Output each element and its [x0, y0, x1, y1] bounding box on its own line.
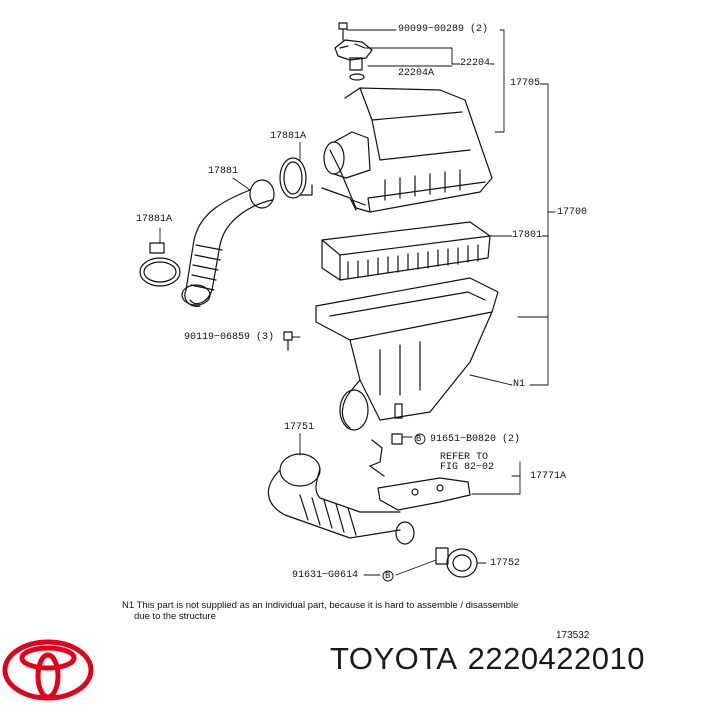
label-91651: 91651−B0820 (2) [430, 434, 521, 445]
label-17881A-left: 17881A [136, 214, 173, 225]
clamp-17881A-left-drawing [139, 242, 181, 287]
air-cleaner-cap-17705-drawing [321, 87, 493, 213]
bolt-90099-drawing [338, 22, 348, 41]
label-17751: 17751 [284, 422, 315, 433]
label-17771A: 17771A [530, 471, 567, 482]
label-17705: 17705 [510, 78, 541, 89]
intake-hose-17881-drawing [181, 179, 275, 307]
intake-hose-17751-drawing [267, 453, 415, 545]
label-17881: 17881 [208, 166, 239, 177]
figure-number: 173532 [556, 630, 590, 641]
label-17801: 17801 [512, 230, 543, 241]
label-b-mark-top: B [416, 434, 422, 444]
label-90119: 90119−06859 (3) [184, 332, 275, 343]
o-ring-22204A-drawing [349, 73, 365, 81]
toyota-logo-icon [2, 639, 94, 701]
filter-element-17801-drawing [321, 221, 491, 281]
label-17752: 17752 [490, 558, 521, 569]
label-17881A-top: 17881A [270, 131, 307, 142]
grommet-17752-drawing [435, 547, 478, 578]
brand-caption: TOYOTA 2220422010 [330, 641, 645, 677]
label-N1: N1 [513, 379, 526, 390]
airflow-sensor-22204-drawing [334, 39, 373, 71]
part-number: 2220422010 [467, 641, 646, 676]
bracket-17771A-drawing [369, 433, 471, 511]
label-90099: 90099−00289 (2) [398, 24, 489, 35]
label-91631: 91631−G0614 [292, 570, 359, 581]
label-22204A: 22204A [398, 68, 435, 79]
label-22204: 22204 [460, 58, 491, 69]
label-refer-to: REFER TO [440, 452, 489, 463]
air-cleaner-case-drawing [315, 277, 499, 431]
label-fig-82-02: FIG 82−02 [440, 462, 495, 473]
footnote-line-1: N1 This part is not supplied as an indiv… [122, 600, 519, 611]
bolt-90119-drawing [283, 331, 293, 351]
brand-name: TOYOTA [330, 641, 458, 676]
label-b-mark-bottom: B [385, 571, 391, 581]
clamp-17881A-top-drawing [279, 157, 313, 199]
leader-lines [159, 29, 556, 582]
label-17700: 17700 [557, 207, 588, 218]
footnote-line-2: due to the structure [134, 611, 216, 622]
